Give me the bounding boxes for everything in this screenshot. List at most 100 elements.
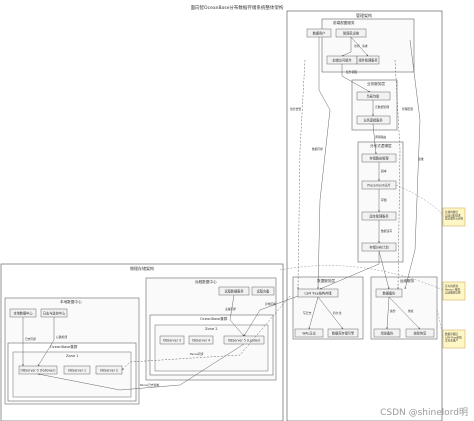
edge-task-dispatch bbox=[341, 64, 371, 93]
note-load-balance-text: 负载均衡层自动分配请求提高服务可用性 bbox=[445, 210, 464, 221]
node-storage-engine-label: 数据库存储引擎 bbox=[332, 331, 355, 336]
edge-lsm-to-engine bbox=[317, 296, 344, 330]
node-incremental-backup-label: 增量备份 bbox=[381, 331, 395, 336]
node-load-balance bbox=[356, 91, 391, 101]
edge-labels: 访问 请求 任务调度 元数据管理 调用路由 副本 存储 数据读写 备份 写日志 … bbox=[25, 44, 424, 387]
edge-label-access: 访问 bbox=[354, 44, 360, 48]
edge-label-recover: 恢复 bbox=[408, 309, 414, 313]
edge-label-persist: 持久化 bbox=[333, 311, 342, 315]
watermark: CSDN @shinelord明 bbox=[380, 408, 468, 418]
group-zone1-label: Zone 1 bbox=[66, 354, 79, 358]
edge-plan-to-lsm bbox=[319, 251, 380, 290]
group-physical-label: 物理存储架构 bbox=[130, 265, 154, 271]
node-fault-recovery-label: 故障恢复 bbox=[414, 331, 428, 336]
node-storage-plan-label: 存储分布计划 bbox=[369, 245, 388, 250]
edge-plan-to-backup bbox=[378, 250, 390, 290]
node-lsm-tree-label: LSM Tree结构存储 bbox=[305, 291, 333, 296]
edge-lsm-to-wal bbox=[308, 296, 319, 330]
edge-label-monitor: 监控告警 bbox=[290, 107, 301, 111]
edge-label-route: 调用路由 bbox=[375, 135, 386, 139]
node-log-monitor-label: 日志与监控中心 bbox=[43, 311, 66, 316]
edge-logic-to-route bbox=[372, 123, 377, 155]
edge-label-task-dispatch: 任务调度 bbox=[346, 70, 357, 74]
group-ob-local: OceanBase集群 Zone 1 OBServer 0 (Follower)… bbox=[7, 342, 137, 402]
node-component-mgmt-label: 组件管理服务 bbox=[358, 58, 378, 63]
node-remote-dr-label: 远程灾备 bbox=[257, 289, 271, 294]
node-frontend-access-label: 前端访问组件 bbox=[332, 58, 352, 63]
edge-admin-to-ops bbox=[404, 39, 421, 290]
node-data-user-label: 数据用户 bbox=[313, 31, 326, 36]
edge-leader-to-follower bbox=[37, 343, 245, 391]
edge-label-paxos-log: Paxos日志复制 bbox=[140, 383, 159, 387]
node-replica-mgmt-label: 副本管理服务 bbox=[369, 214, 389, 219]
group-ob-remote-label: OceanBase集群 bbox=[200, 316, 228, 321]
group-storage-label: 分布式逻辑层 bbox=[370, 143, 392, 148]
edge-label-paxos: Paxos同步 bbox=[190, 352, 204, 356]
edge-user-to-lsm bbox=[317, 37, 331, 290]
node-observer-5-label: OBServer 5 (Leader) bbox=[228, 339, 261, 343]
node-remote-dr bbox=[251, 286, 275, 296]
edge-lsm-to-leader bbox=[243, 295, 299, 337]
group-storage: 分布式逻辑层 存储路由管理 Placement分片 副本管理服务 存储分布计划 bbox=[357, 141, 404, 263]
edge-label-logsync: 日志同步 bbox=[25, 337, 36, 341]
edge-monitor-to-follower bbox=[37, 317, 55, 367]
edge-label-rw: 数据读写 bbox=[381, 229, 392, 233]
node-observer-1 bbox=[63, 365, 91, 375]
group-data: 数据服务层 LSM Tree结构存储 WAL日志 数据库存储引擎 bbox=[292, 276, 364, 340]
edge-request bbox=[350, 36, 369, 57]
note-links bbox=[279, 184, 444, 339]
edge-label-replica: 副本 bbox=[381, 169, 387, 173]
edge-label-store: 存储 bbox=[381, 198, 387, 202]
group-data-label: 数据服务层 bbox=[317, 278, 335, 283]
node-local-dc-label: 本地数据中心 bbox=[13, 311, 33, 316]
diagram-title: 面向智OceanBase分布数据存储系统整体架构 bbox=[191, 4, 284, 11]
group-user: 前端视图服务 数据用户 管理员运维 前端访问组件 组件管理服务 bbox=[306, 18, 415, 73]
edge-backup-to-incremental bbox=[386, 296, 390, 330]
group-zone2-label: Zone 2 bbox=[205, 327, 218, 331]
edge-label-backup: 备份 bbox=[390, 309, 396, 313]
group-ob-remote: OceanBase集群 Zone 2 OBServer 3 OBServer 4… bbox=[149, 314, 274, 376]
edge-frontend-to-data bbox=[297, 59, 306, 290]
node-remote-service-label: 远程数据服务 bbox=[224, 289, 244, 294]
group-user-label: 前端视图服务 bbox=[333, 20, 355, 25]
node-placement-label: Placement分片 bbox=[367, 183, 390, 188]
group-service-label: 业务服务层 bbox=[367, 81, 385, 86]
note-link-3 bbox=[436, 309, 444, 339]
node-business-logic-label: 业务逻辑服务 bbox=[363, 118, 383, 123]
edge-label-ops: 运维 bbox=[418, 157, 424, 161]
node-data-backup-label: 数据备份 bbox=[383, 291, 397, 296]
edge-backup-to-recovery bbox=[388, 296, 421, 330]
group-management-label: 管理架构 bbox=[356, 12, 372, 18]
edge-label-writelog: 写日志 bbox=[303, 311, 312, 315]
group-remote-label: 远程数据中心 bbox=[195, 279, 217, 284]
note-link-1 bbox=[395, 184, 444, 216]
group-ops: 运维服务 数据备份 增量备份 故障恢复 bbox=[370, 276, 438, 340]
edge-paxos-sync bbox=[121, 295, 291, 371]
node-observer-1-label: OBServer 1 bbox=[68, 369, 86, 373]
edge-access bbox=[341, 37, 352, 57]
node-observer-3-label: OBServer 3 bbox=[163, 339, 181, 343]
node-admin-ops-label: 管理员运维 bbox=[343, 31, 360, 36]
edge-label-datasync: 数据同步 bbox=[312, 147, 323, 151]
group-ob-local-label: OceanBase集群 bbox=[50, 344, 78, 349]
edge-component-to-ops bbox=[394, 59, 401, 290]
group-service: 业务服务层 负载均衡 业务逻辑服务 bbox=[351, 79, 398, 131]
note-link-2 bbox=[279, 265, 444, 291]
node-observer-4 bbox=[188, 335, 214, 345]
edge-label-remote: 异地同步 bbox=[265, 302, 276, 306]
node-storage-route-label: 存储路由管理 bbox=[369, 156, 389, 161]
edge-label-heartbeat: 心跳检测 bbox=[56, 335, 67, 339]
node-observer-2-label: OBServer 2 bbox=[100, 369, 118, 373]
edge-remote-to-leader bbox=[229, 294, 245, 337]
group-local-label: 本地数据中心 bbox=[60, 299, 82, 304]
node-wal-log-label: WAL日志 bbox=[302, 331, 316, 336]
edge-label-config: 管理配置 bbox=[402, 107, 413, 111]
node-observer-3 bbox=[159, 335, 185, 345]
node-observer-4-label: OBServer 4 bbox=[192, 339, 210, 343]
edge-label-request: 请求 bbox=[362, 44, 368, 48]
